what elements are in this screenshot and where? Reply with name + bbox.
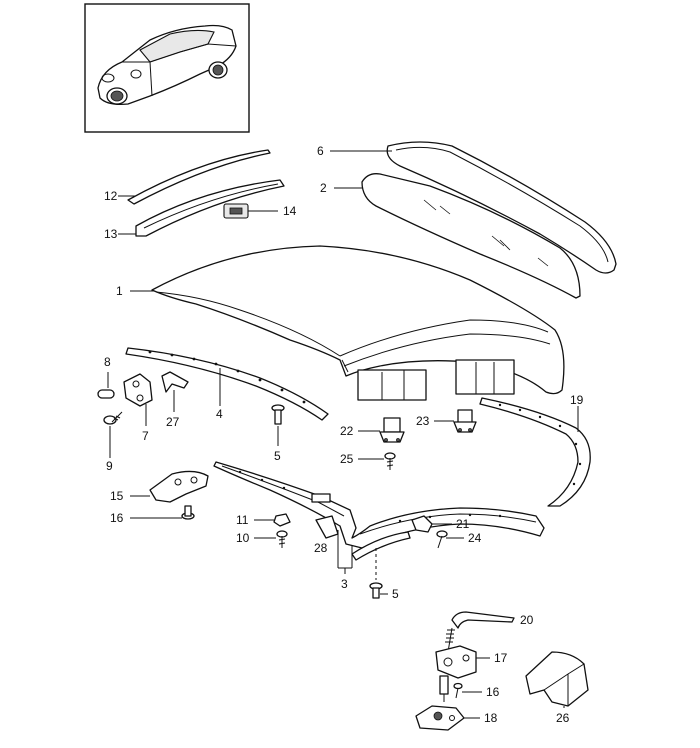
callout-5-lower: 5 xyxy=(392,587,399,601)
part-27-bracket: 27 xyxy=(161,371,189,429)
part-8-pin: 8 xyxy=(97,355,115,399)
part-13-front-bow-seal: 13 xyxy=(104,179,285,241)
callout-14: 14 xyxy=(283,204,297,218)
callout-28: 28 xyxy=(314,541,328,555)
callout-16-left: 16 xyxy=(110,511,124,525)
car-illustration xyxy=(97,24,237,106)
part-2-rear-window: 2 xyxy=(320,173,581,299)
part-18-lock-base: 18 xyxy=(415,705,498,731)
part-17-hinge-housing: 17 xyxy=(435,645,508,702)
vehicle-overview-inset xyxy=(84,3,250,133)
callout-7: 7 xyxy=(142,429,149,443)
part-16-bolt-right: 16 xyxy=(453,682,500,699)
callout-25: 25 xyxy=(340,452,354,466)
callout-11: 11 xyxy=(236,513,249,527)
callout-1: 1 xyxy=(116,284,123,298)
callout-18: 18 xyxy=(484,711,498,725)
part-15-latch-bracket: 15 xyxy=(110,470,209,503)
part-3-lower-strip xyxy=(351,531,411,580)
callout-10: 10 xyxy=(236,531,250,545)
part-24-screw: 24 xyxy=(436,530,482,549)
part-20-spring: 20 xyxy=(445,611,534,653)
part-5-bolt-lower: 5 xyxy=(369,582,399,601)
part-3-side-rail-assembly: 3 xyxy=(213,461,545,591)
part-5-bolt-upper: 5 xyxy=(271,404,285,463)
part-22-clip: 22 xyxy=(340,417,405,443)
part-7-hinge-bracket: 7 xyxy=(123,373,153,443)
part-4-side-rail-seal: 4 xyxy=(125,347,329,421)
callout-6: 6 xyxy=(317,144,324,158)
callout-16-right: 16 xyxy=(486,685,500,699)
callout-3: 3 xyxy=(341,577,348,591)
callout-24: 24 xyxy=(468,531,482,545)
part-28-cover-pad: 28 xyxy=(314,515,339,555)
callout-15: 15 xyxy=(110,489,124,503)
callout-20: 20 xyxy=(520,613,534,627)
callout-22: 22 xyxy=(340,424,354,438)
part-11-nut: 11 xyxy=(236,513,291,527)
part-10-screw: 10 xyxy=(236,530,288,548)
part-14-clip: 14 xyxy=(223,203,297,219)
part-6-rear-window-seal: 6 xyxy=(317,141,617,274)
callout-17: 17 xyxy=(494,651,508,665)
part-25-screw: 25 xyxy=(340,452,396,470)
part-12-front-roof-trim: 12 xyxy=(104,149,271,205)
part-23-clip: 23 xyxy=(416,409,477,433)
callout-5-upper: 5 xyxy=(274,449,281,463)
callout-4: 4 xyxy=(216,407,223,421)
callout-2: 2 xyxy=(320,181,327,195)
callout-26: 26 xyxy=(556,711,570,725)
callout-8: 8 xyxy=(104,355,111,369)
part-26-cover-cap: 26 xyxy=(525,651,589,725)
part-9-screw: 9 xyxy=(103,411,123,473)
part-19-rear-seal: 19 xyxy=(479,393,591,507)
callout-21: 21 xyxy=(456,517,470,531)
callout-9: 9 xyxy=(106,459,113,473)
callout-23: 23 xyxy=(416,414,430,428)
callout-13: 13 xyxy=(104,227,118,241)
callout-19: 19 xyxy=(570,393,584,407)
callout-12: 12 xyxy=(104,189,118,203)
callout-27: 27 xyxy=(166,415,180,429)
part-21-clip: 21 xyxy=(411,515,470,533)
part-1-convertible-top-cover: 1 xyxy=(116,245,565,401)
part-16-bolt-left: 16 xyxy=(110,505,195,525)
